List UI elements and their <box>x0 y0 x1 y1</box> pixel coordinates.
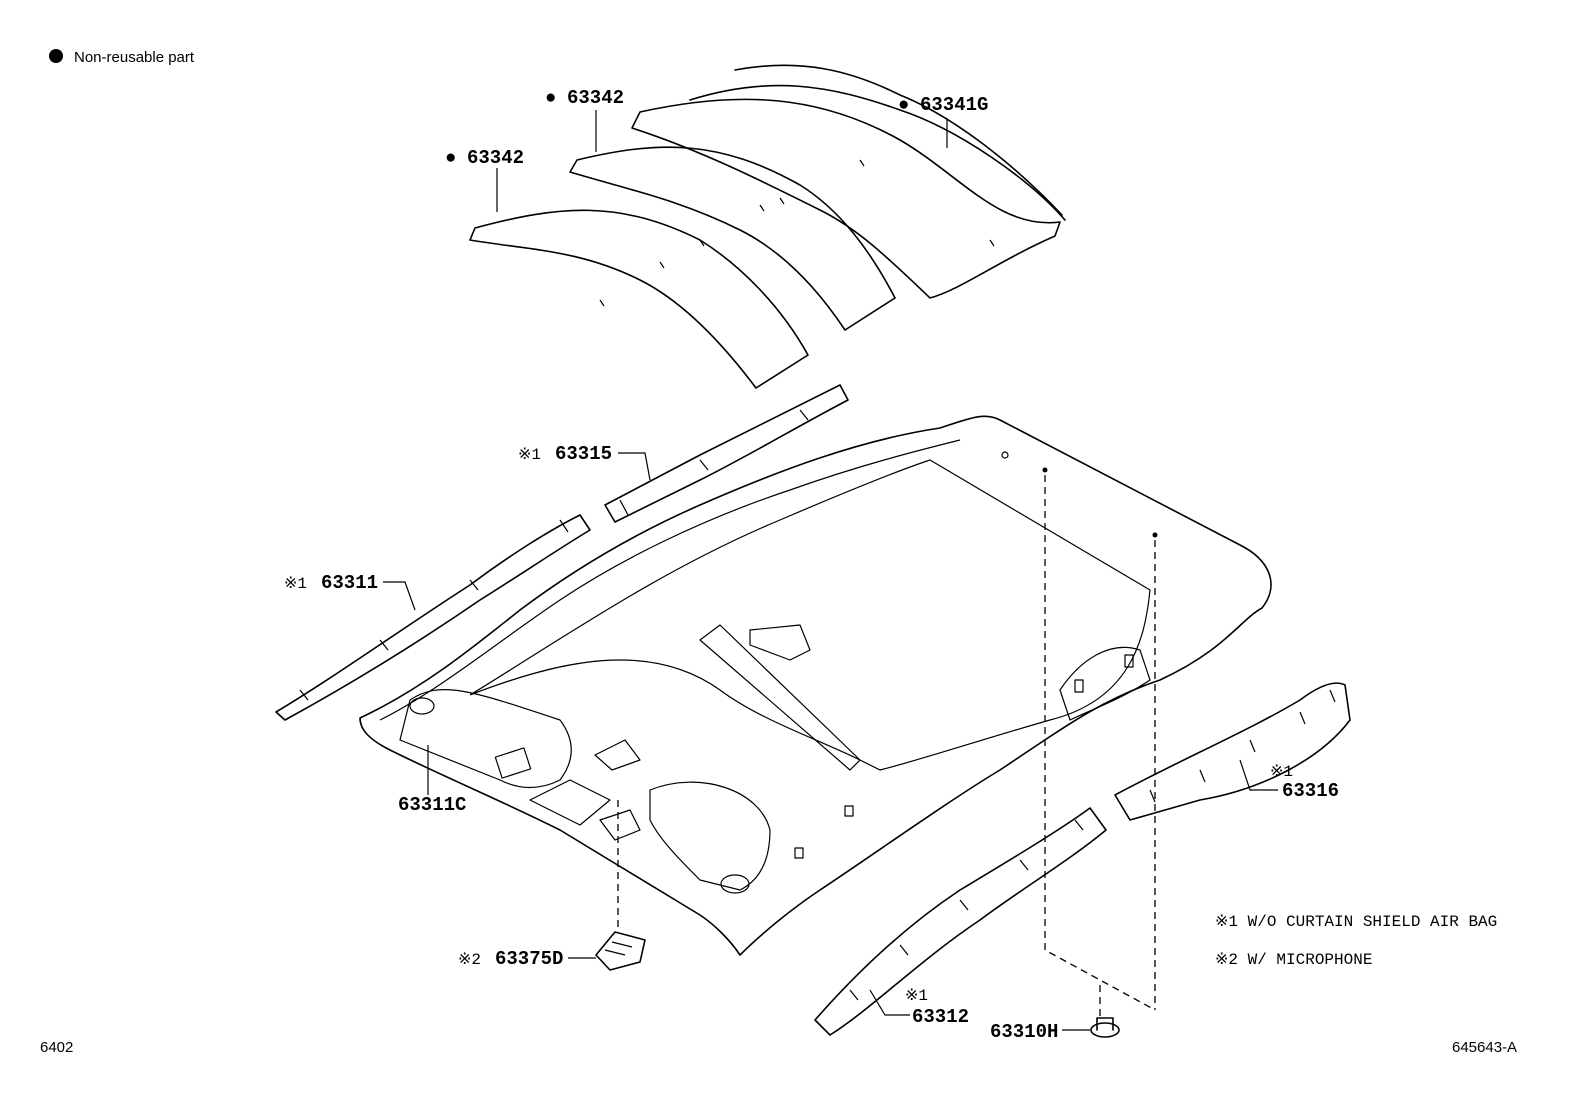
assembly-dashed-lines <box>617 475 1156 1018</box>
part-labels: ● 63342 ● 63342 ● 63341G ※1 63315 ※1 633… <box>284 87 1339 1043</box>
note-1-text: ※1 W/O CURTAIN SHIELD AIR BAG <box>1215 913 1497 931</box>
label-63342-mid: ● 63342 <box>545 87 624 109</box>
notes: ※1 W/O CURTAIN SHIELD AIR BAG ※2 W/ MICR… <box>1215 913 1497 969</box>
legend-text: Non-reusable part <box>74 49 195 66</box>
footer-left-code: 6402 <box>40 1039 73 1056</box>
silencer-pad-mid <box>569 146 896 331</box>
footer-right-code: 645643-A <box>1452 1039 1517 1056</box>
part-number-63310h: 63310H <box>990 1021 1058 1043</box>
silencer-pad-front <box>469 209 809 389</box>
label-63312: ※1 63312 <box>905 987 969 1028</box>
legend: Non-reusable part <box>49 49 195 66</box>
part-number-63316: 63316 <box>1282 780 1339 802</box>
part-number-63311c: 63311C <box>398 794 466 816</box>
part-number-63342-front: 63342 <box>467 147 524 169</box>
bullet-icon: ● <box>898 94 909 116</box>
non-reusable-bullet-icon <box>49 49 63 63</box>
rail-63311 <box>275 514 591 721</box>
rail-63315 <box>604 384 849 523</box>
part-number-63375d: 63375D <box>495 948 563 970</box>
note-2-text: ※2 W/ MICROPHONE <box>1215 951 1372 969</box>
part-number-63311: 63311 <box>321 572 378 594</box>
label-63315: ※1 63315 <box>518 443 612 465</box>
rail-63312 <box>814 807 1107 1036</box>
microphone-bracket-63375d <box>595 931 646 971</box>
note-marker-2: ※2 <box>458 951 481 969</box>
note-marker-1: ※1 <box>1270 763 1293 781</box>
part-number-63342-mid: 63342 <box>567 87 624 109</box>
rail-63316 <box>1114 682 1351 821</box>
note-marker-1: ※1 <box>518 446 541 464</box>
leader-lines <box>383 110 1278 1031</box>
label-63341g: ● 63341G <box>898 94 988 116</box>
part-number-63341g: 63341G <box>920 94 988 116</box>
part-number-63315: 63315 <box>555 443 612 465</box>
note-marker-1: ※1 <box>905 987 928 1005</box>
silencer-pad-rear <box>631 64 1066 299</box>
label-63375d: ※2 63375D <box>458 948 563 970</box>
label-63342-front: ● 63342 <box>445 147 524 169</box>
bullet-icon: ● <box>445 147 456 169</box>
bullet-icon: ● <box>545 87 556 109</box>
headliner-assembly <box>359 415 1272 956</box>
part-number-63312: 63312 <box>912 1006 969 1028</box>
note-marker-1: ※1 <box>284 575 307 593</box>
clip-63310h <box>1090 1017 1120 1038</box>
label-63316: ※1 63316 <box>1270 763 1339 802</box>
label-63311: ※1 63311 <box>284 572 378 594</box>
